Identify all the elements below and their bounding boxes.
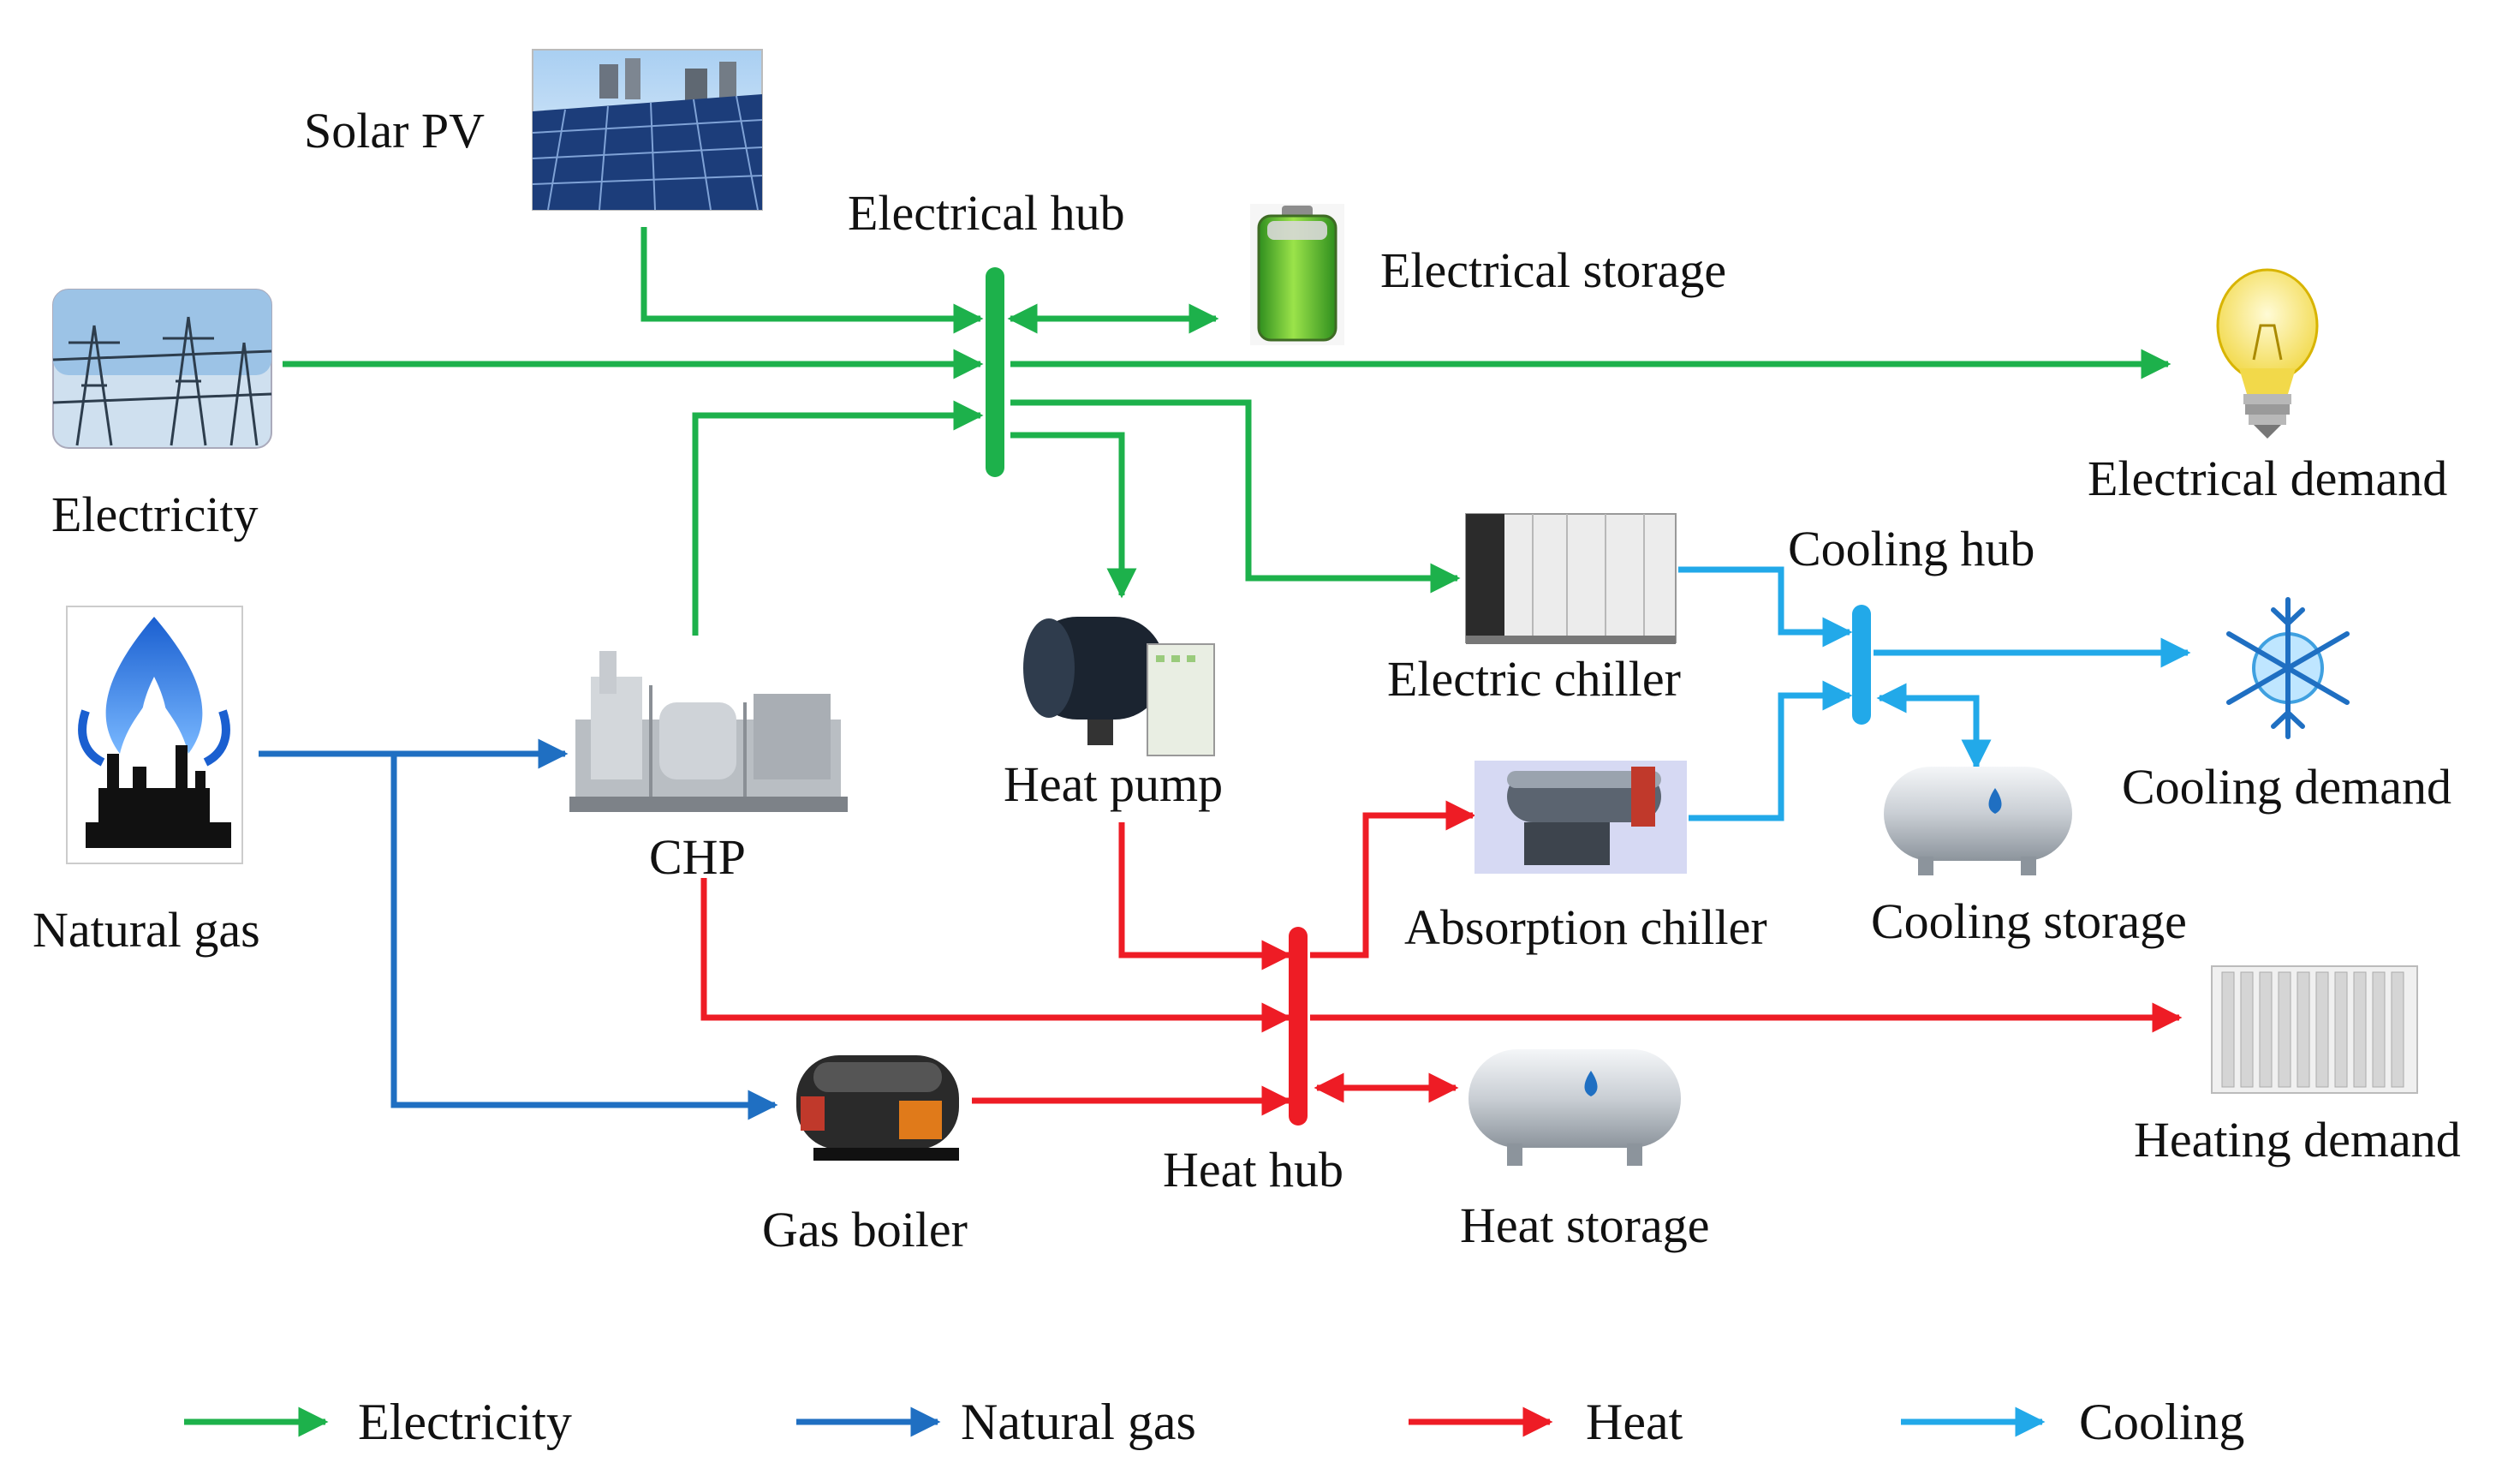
legend-item-electricity: Electricity [184,1394,572,1450]
legend-label-cooling: Cooling [2079,1394,2244,1450]
chp-unit-icon [569,651,848,812]
battery-icon [1250,204,1344,345]
absorption-chiller-label: Absorption chiller [1404,899,1767,955]
heat-storage-label: Heat storage [1460,1197,1709,1253]
power-grid-icon [52,289,272,449]
electric-chiller-label: Electric chiller [1387,651,1681,707]
flow-pv-to-electrical-hub [640,227,984,334]
electrical-hub-label: Electrical hub [848,185,1125,241]
natural-gas-flows [259,738,778,1120]
heating-demand-label: Heating demand [2134,1112,2461,1167]
cooling-storage-tank-icon [1884,767,2072,875]
legend-label-electricity: Electricity [358,1394,572,1450]
flow-gas-to-boiler [390,754,778,1120]
flow-electric-chiller-to-cooling-hub [1678,566,1853,648]
absorption-chiller-icon [1474,761,1687,874]
natural-gas-plant-icon [66,606,243,864]
legend-item-heat: Heat [1409,1394,1683,1450]
heat-pump-label: Heat pump [1004,756,1223,812]
cooling-storage-label: Cooling storage [1871,893,2187,949]
cooling-hub-bar [1852,605,1871,725]
flow-cooling-hub-storage [1876,683,1992,770]
electricity-flows [283,227,2171,636]
gas-boiler-label: Gas boiler [762,1202,968,1257]
cooling-hub-label: Cooling hub [1788,521,2034,576]
snowflake-icon [2226,597,2350,739]
flow-chp-to-electrical-hub [692,400,984,636]
cooling-demand-label: Cooling demand [2122,759,2451,815]
light-bulb-icon [2216,268,2319,439]
legend-item-natural-gas: Natural gas [796,1394,1196,1450]
heat-flows [700,800,2183,1116]
gas-boiler-icon [796,1055,959,1161]
solar-pv-label: Solar PV [304,103,485,158]
legend-label-natural-gas: Natural gas [961,1394,1196,1450]
solar-panel-icon [532,49,763,211]
legend-label-heat: Heat [1586,1394,1683,1450]
flow-electrical-hub-to-electric-chiller [1010,399,1461,594]
flow-electrical-hub-to-heat-pump [1010,432,1137,599]
chp-label: CHP [649,829,746,885]
flow-absorption-chiller-to-cooling-hub [1689,680,1853,821]
electrical-demand-label: Electrical demand [2088,451,2447,506]
heat-pump-icon [1023,617,1215,756]
electric-chiller-icon [1465,513,1677,644]
electrical-hub-bar [986,267,1004,477]
heat-hub-label: Heat hub [1163,1142,1343,1197]
electrical-storage-label: Electrical storage [1380,242,1726,298]
radiator-icon [2211,965,2418,1094]
flow-chp-to-heat-hub [700,878,1292,1033]
legend: Electricity Natural gas Heat Cooling [184,1394,2244,1450]
legend-item-cooling: Cooling [1901,1394,2244,1450]
heat-storage-tank-icon [1469,1049,1681,1166]
flow-heat-hub-to-absorption-chiller [1310,800,1476,958]
heat-hub-bar [1289,927,1308,1126]
natural-gas-source-label: Natural gas [33,902,260,958]
electricity-source-label: Electricity [51,487,259,542]
cooling-flows [1678,566,2191,821]
flow-heat-pump-to-heat-hub [1118,822,1292,970]
